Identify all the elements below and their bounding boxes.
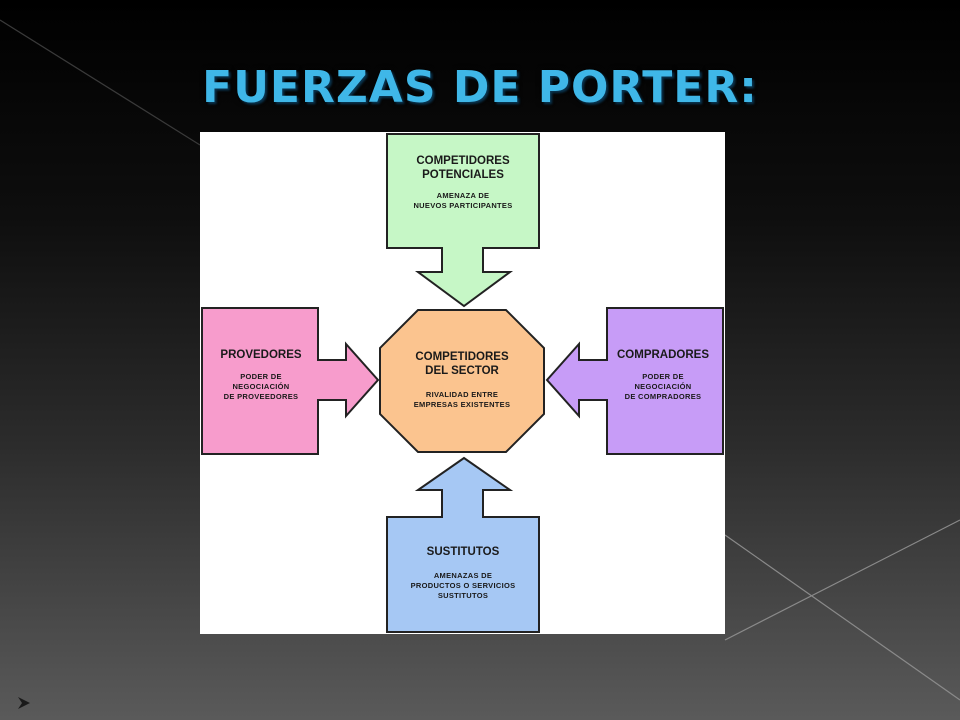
porter-diagram — [201, 133, 724, 633]
right-title-line1: COMPRADORES — [616, 349, 709, 361]
top-desc-line1: AMENAZA DE — [436, 191, 490, 200]
left-label: PROVEDORES PODER DE NEGOCIACIÓN DE PROVE… — [204, 348, 318, 402]
right-label: COMPRADORES PODER DE NEGOCIACIÓN DE COMP… — [604, 348, 722, 402]
arrow-left-suppliers — [201, 307, 380, 455]
top-title-line1: COMPETIDORES — [416, 155, 510, 167]
diagram-panel: COMPETIDORES POTENCIALES AMENAZA DE NUEV… — [200, 132, 725, 634]
right-desc-line2: NEGOCIACIÓN — [634, 382, 692, 391]
arrow-right-buyers — [545, 307, 724, 455]
decor-line-top-left — [0, 19, 201, 146]
top-title-line2: POTENCIALES — [422, 169, 504, 181]
left-desc-line1: PODER DE — [240, 372, 282, 381]
center-desc-line1: RIVALIDAD ENTRE — [425, 390, 499, 399]
arrow-top-potential-competitors — [386, 133, 540, 308]
right-desc-line3: DE COMPRADORES — [624, 392, 702, 401]
center-title-line2: DEL SECTOR — [425, 365, 499, 377]
top-label: COMPETIDORES POTENCIALES AMENAZA DE NUEV… — [390, 154, 536, 211]
octagon-sector-competitors — [379, 309, 545, 453]
center-label: COMPETIDORES DEL SECTOR RIVALIDAD ENTRE … — [384, 350, 540, 410]
center-desc-line2: EMPRESAS EXISTENTES — [413, 400, 511, 409]
top-desc-line2: NUEVOS PARTICIPANTES — [413, 201, 513, 210]
bottom-desc-line3: SUSTITUTOS — [437, 591, 489, 600]
right-desc-line1: PODER DE — [642, 372, 684, 381]
decor-line-bottom-right-a — [724, 534, 960, 701]
center-title-line1: COMPETIDORES — [415, 351, 509, 363]
next-slide-arrow-icon[interactable] — [16, 696, 32, 710]
bottom-desc-line1: AMENAZAS DE — [433, 571, 493, 580]
left-title-line1: PROVEDORES — [220, 349, 302, 361]
bottom-desc-line2: PRODUCTOS O SERVICIOS — [410, 581, 516, 590]
bottom-label: SUSTITUTOS AMENAZAS DE PRODUCTOS O SERVI… — [390, 545, 536, 601]
decor-line-bottom-right-b — [724, 519, 960, 641]
left-desc-line3: DE PROVEEDORES — [223, 392, 299, 401]
left-desc-line2: NEGOCIACIÓN — [232, 382, 290, 391]
bottom-title-line1: SUSTITUTOS — [426, 546, 500, 558]
slide-title: FUERZAS DE PORTER: — [202, 62, 758, 113]
arrow-bottom-substitutes — [386, 456, 540, 633]
